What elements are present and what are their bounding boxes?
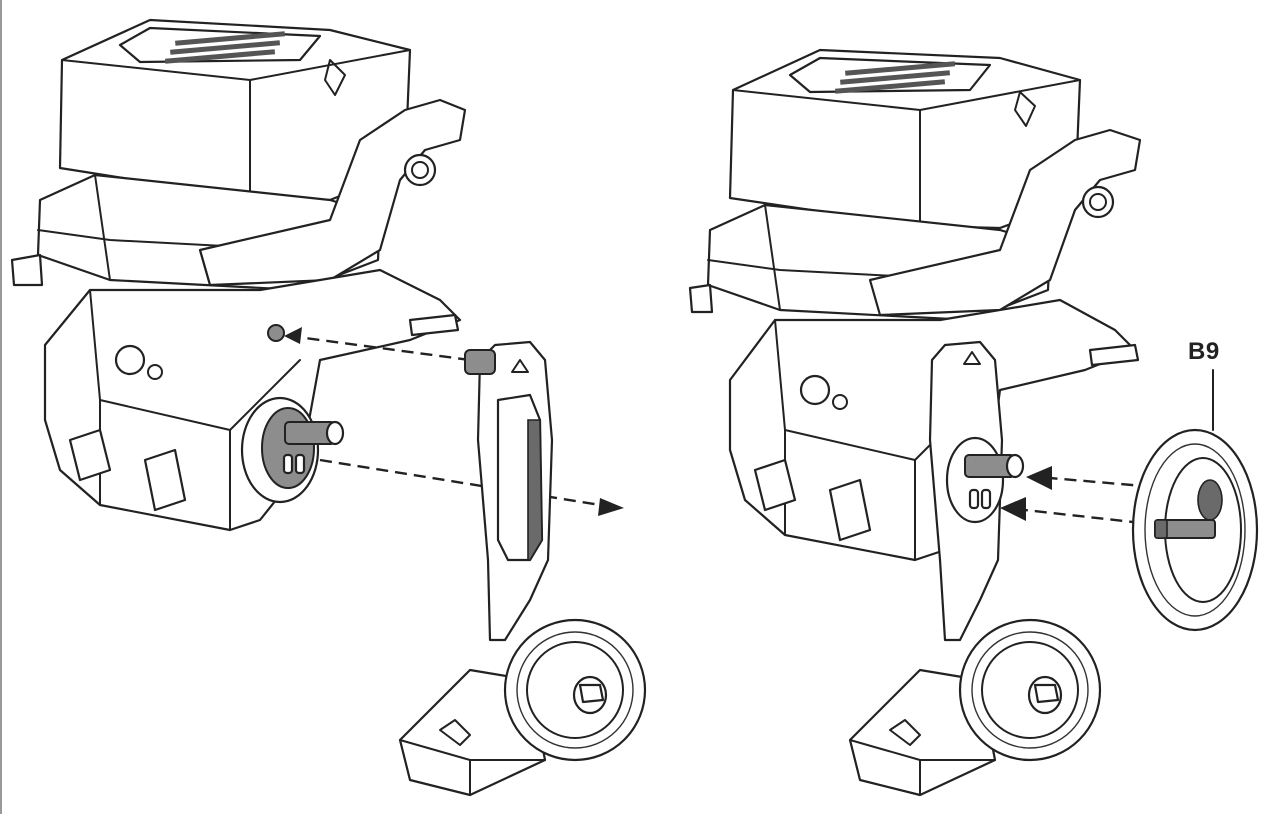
right-assembly-view (688, 48, 1259, 797)
left-shaft-guide-line (319, 458, 601, 507)
left-drive-shaft (240, 396, 345, 504)
right-drive-shaft (945, 436, 1025, 524)
right-foot-base (848, 668, 997, 797)
left-wheel-gear (503, 618, 647, 762)
left-shaft-arrow (598, 498, 624, 516)
right-wheel-gear (958, 618, 1102, 762)
gear-b9-part (1131, 428, 1259, 632)
right-upper-arrow (1026, 466, 1052, 490)
right-lower-arrow (1000, 497, 1026, 521)
part-label-b9: B9 (1188, 338, 1220, 365)
frame-border (0, 0, 2, 814)
right-motor-housing (728, 48, 1082, 230)
left-pin-guide-line (289, 334, 471, 362)
left-assembly-view (10, 18, 647, 797)
left-lever-part (464, 340, 554, 642)
left-frame-body (43, 268, 462, 532)
left-motor-housing (58, 18, 412, 202)
left-pin-arrow (284, 327, 302, 344)
